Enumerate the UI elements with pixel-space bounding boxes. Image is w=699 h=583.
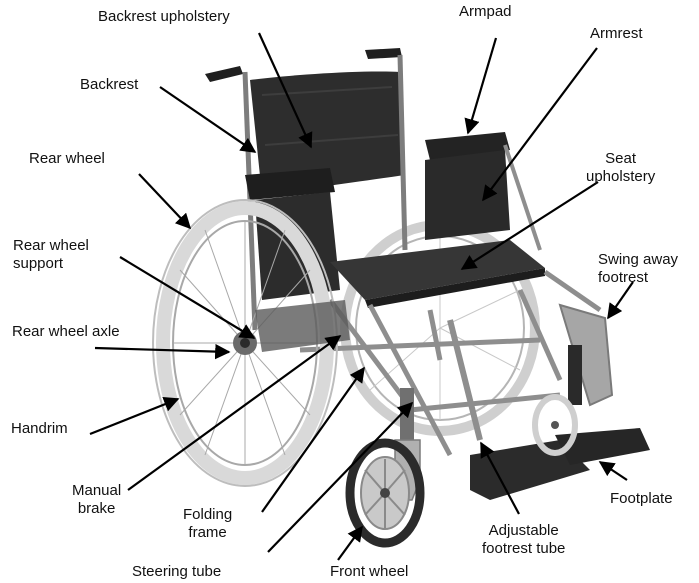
arrow-armrest: [483, 48, 597, 200]
label-rear-wheel-support: Rear wheel support: [13, 237, 89, 273]
arrow-handrim: [90, 399, 178, 434]
label-footplate: Footplate: [610, 490, 673, 508]
label-adjustable-footrest-tube-line2: footrest tube: [482, 540, 565, 558]
label-backrest-upholstery-text: Backrest upholstery: [98, 8, 230, 26]
rear-wheel-support-plate: [255, 300, 350, 352]
label-seat-upholstery-line1: Seat: [586, 150, 655, 168]
arrow-swing-away-footrest: [608, 282, 633, 318]
label-adjustable-footrest-tube-line1: Adjustable: [482, 522, 565, 540]
label-steering-tube: Steering tube: [132, 563, 221, 581]
label-folding-frame-line1: Folding: [183, 506, 232, 524]
label-adjustable-footrest-tube: Adjustable footrest tube: [482, 522, 565, 558]
label-armrest: Armrest: [590, 25, 643, 43]
label-backrest-upholstery: Backrest upholstery: [98, 8, 230, 26]
label-folding-frame-line2: frame: [183, 524, 232, 542]
arrow-front-wheel: [338, 527, 362, 560]
label-rear-wheel-axle: Rear wheel axle: [12, 323, 120, 341]
label-front-wheel: Front wheel: [330, 563, 408, 581]
label-backrest-text: Backrest: [80, 76, 138, 94]
label-handrim-text: Handrim: [11, 420, 68, 438]
label-handrim: Handrim: [11, 420, 68, 438]
arrow-backrest: [160, 87, 255, 152]
arrow-rear-wheel: [139, 174, 190, 228]
label-swing-away-footrest-line1: Swing away: [598, 251, 678, 269]
label-folding-frame: Folding frame: [183, 506, 232, 542]
label-rear-wheel: Rear wheel: [29, 150, 105, 168]
label-rear-wheel-axle-text: Rear wheel axle: [12, 323, 120, 341]
label-armrest-text: Armrest: [590, 25, 643, 43]
arrow-footplate: [600, 462, 627, 480]
label-footplate-text: Footplate: [610, 490, 673, 508]
label-rear-wheel-support-line1: Rear wheel: [13, 237, 89, 255]
label-armpad: Armpad: [459, 3, 512, 21]
label-swing-away-footrest: Swing away footrest: [598, 251, 678, 287]
label-armpad-text: Armpad: [459, 3, 512, 21]
label-seat-upholstery-line2: upholstery: [586, 168, 655, 186]
label-manual-brake-line1: Manual: [72, 482, 121, 500]
wheelchair-drawing: [153, 48, 650, 543]
label-rear-wheel-support-line2: support: [13, 255, 89, 273]
label-rear-wheel-text: Rear wheel: [29, 150, 105, 168]
label-steering-tube-text: Steering tube: [132, 563, 221, 581]
label-manual-brake-line2: brake: [72, 500, 121, 518]
label-front-wheel-text: Front wheel: [330, 563, 408, 581]
label-backrest: Backrest: [80, 76, 138, 94]
label-seat-upholstery: Seat upholstery: [586, 150, 655, 186]
label-swing-away-footrest-line2: footrest: [598, 269, 678, 287]
label-manual-brake: Manual brake: [72, 482, 121, 518]
arrow-armpad: [468, 38, 496, 133]
